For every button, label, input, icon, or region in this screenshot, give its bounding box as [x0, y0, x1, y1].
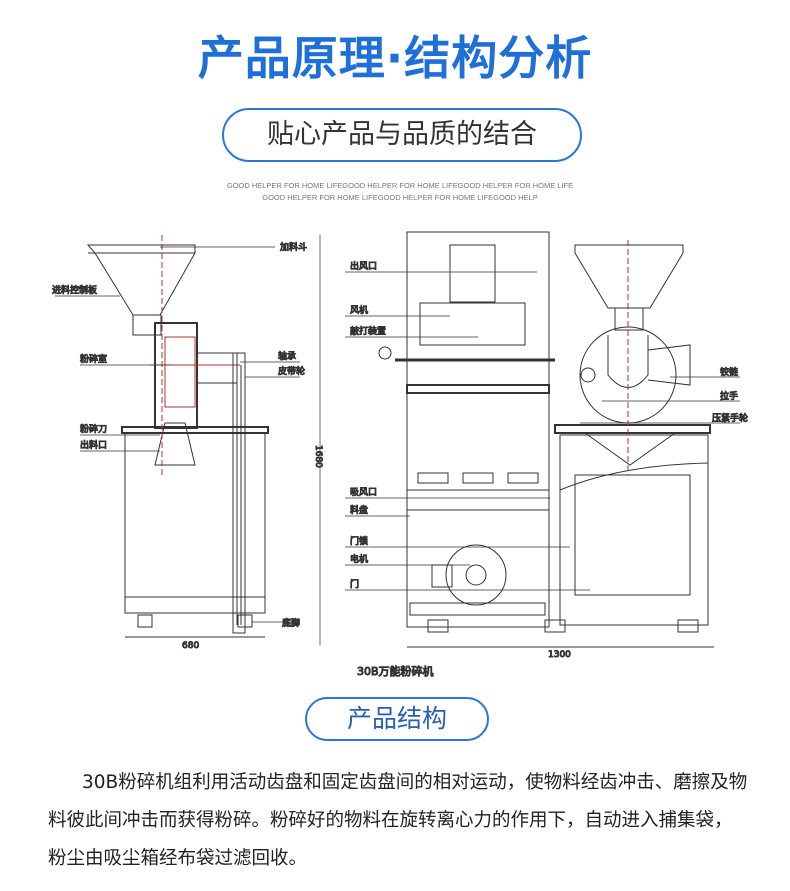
- dim-width-front: 1300: [548, 650, 571, 660]
- page-title: 产品原理·结构分析: [197, 31, 593, 85]
- subtitle-badge: 贴心产品与品质的结合: [222, 108, 582, 162]
- label-door-lock: 门锁: [350, 535, 368, 547]
- label-motor: 电机: [350, 553, 368, 565]
- label-foot: 底脚: [282, 617, 300, 629]
- label-fan: 风机: [350, 304, 368, 316]
- label-hopper: 加料斗: [280, 241, 307, 253]
- front-view-drawing: [345, 231, 740, 648]
- label-hinge: 铰链: [720, 366, 738, 378]
- side-view-drawing: [55, 235, 321, 645]
- label-blade: 粉碎刀: [80, 423, 107, 435]
- tagline-line-2: GOOD HELPER FOR HOME LIFEGOOD HELPER FOR…: [262, 193, 538, 202]
- section-title-badge: 产品结构: [305, 697, 489, 741]
- product-description: 30B粉碎机组利用活动齿盘和固定齿盘间的相对运动，使物料经齿冲击、磨擦及物料彼此…: [48, 772, 748, 869]
- label-feed-control: 进料控制板: [52, 284, 97, 296]
- label-tray: 料盘: [350, 504, 368, 516]
- tagline-line-1: GOOD HELPER FOR HOME LIFEGOOD HELPER FOR…: [226, 181, 574, 190]
- label-bearing: 轴承: [278, 350, 296, 362]
- label-handwheel: 压紧手轮: [712, 412, 748, 424]
- label-handle: 拉手: [720, 390, 738, 402]
- label-chamber: 粉碎室: [80, 353, 107, 365]
- dim-height: 1680: [313, 445, 323, 468]
- diagram-caption: 30B万能粉碎机: [357, 664, 434, 678]
- label-air-inlet: 吸风口: [350, 487, 377, 498]
- label-pulley: 皮带轮: [278, 365, 305, 377]
- tagline: GOOD HELPER FOR HOME LIFEGOOD HELPER FOR…: [200, 180, 600, 204]
- machine-structure-diagram: 加料斗 进料控制板 粉碎室 轴承 皮带轮 粉碎刀 出料口 底脚 680 1680: [52, 231, 749, 679]
- label-door: 门: [350, 578, 359, 590]
- label-beater: 敲打装置: [350, 325, 386, 337]
- label-outlet: 出料口: [80, 439, 107, 451]
- dim-width-left: 680: [182, 641, 199, 651]
- label-air-outlet: 出风口: [350, 260, 377, 272]
